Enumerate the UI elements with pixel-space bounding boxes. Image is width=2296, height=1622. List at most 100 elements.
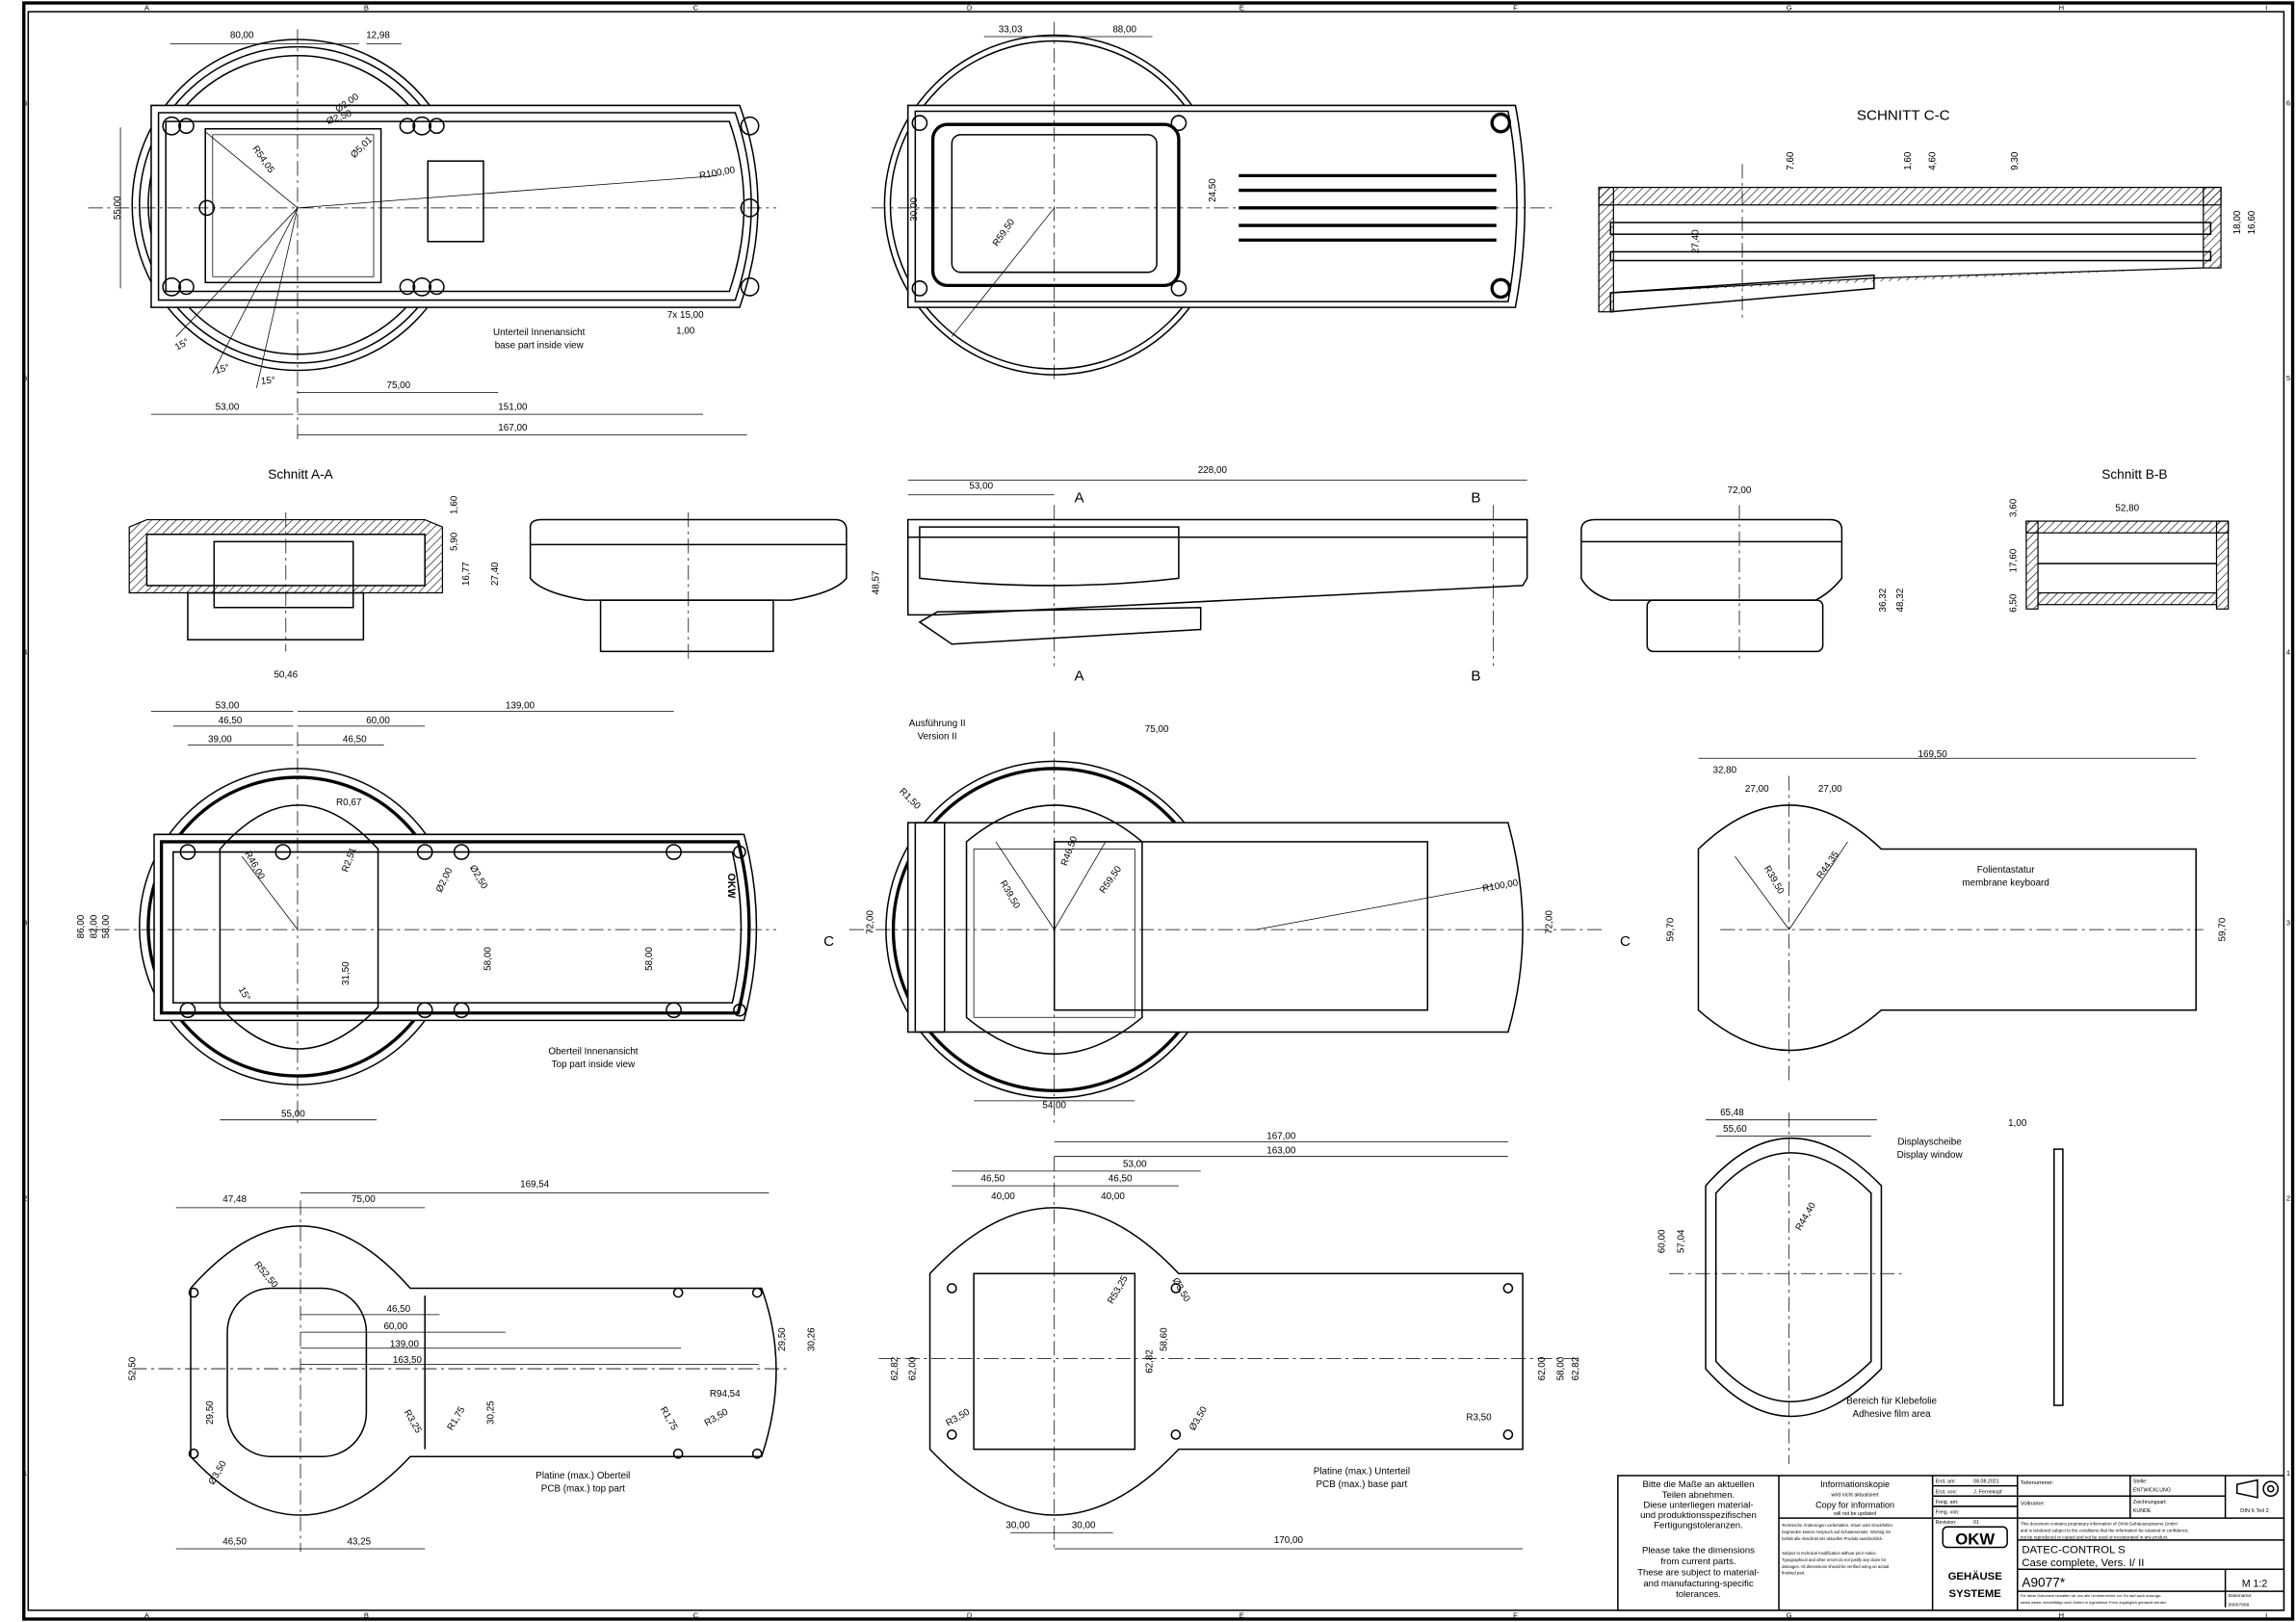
column-marker: D: [967, 1610, 973, 1619]
column-marker: H: [2059, 4, 2064, 13]
dimension-label: 30,00: [1072, 1521, 1096, 1531]
row-marker: 5: [2286, 374, 2290, 382]
view-top-outer: [871, 21, 1552, 381]
view-front: [1580, 505, 1843, 659]
dimension-label: 65,48: [1720, 1108, 1744, 1118]
dimension-label: A: [1074, 668, 1084, 685]
column-marker: D: [967, 4, 973, 13]
dimension-label: Adhesive film area: [1853, 1409, 1932, 1420]
dimension-label: 60,00: [1657, 1229, 1668, 1253]
dimension-label: 59,70: [2218, 917, 2229, 941]
dimension-label: 72,00: [865, 910, 875, 934]
row-marker: 6: [2286, 98, 2290, 107]
column-marker: G: [1787, 1610, 1792, 1619]
column-marker: I: [2265, 4, 2267, 13]
view-display-window: [1669, 1112, 2064, 1464]
dimension-label: 60,00: [366, 716, 390, 726]
technical-note-english: Typographical and other errors do not ju…: [1782, 1557, 1887, 1562]
dimension-label: 46,50: [222, 1536, 247, 1547]
dimension-label: 1,00: [2008, 1118, 2027, 1129]
dimension-label: 15°: [260, 376, 275, 387]
dimension-label: 1,60: [1903, 151, 1914, 170]
dimension-label: Displayscheibe: [1897, 1138, 1962, 1148]
dimension-label: 167,00: [498, 423, 528, 433]
dimension-label: 27,00: [1818, 784, 1842, 795]
dimension-label: 53,00: [1123, 1159, 1147, 1169]
dimension-label: PCB (max.) base part: [1317, 1479, 1408, 1490]
dimension-label: 60,00: [383, 1321, 407, 1332]
dimension-label: 7x 15,00: [667, 310, 704, 321]
projection-symbol-icon: [2236, 1478, 2280, 1499]
dimension-label: Schnitt A-A: [268, 467, 333, 482]
dimension-label: 151,00: [498, 403, 528, 413]
dimension-label: Schnitt B-B: [2101, 467, 2167, 482]
field-label: Zeichnungsart:: [2133, 1500, 2167, 1505]
view-top-outer-version-2: [848, 731, 1604, 1128]
field-label: Freig. am:: [1936, 1500, 1959, 1505]
dimension-label: 33,03: [999, 24, 1023, 35]
dimension-label: 30,26: [806, 1327, 817, 1351]
row-marker: 4: [2286, 647, 2290, 656]
note-german: und produktionsspezifischen: [1640, 1510, 1757, 1521]
proprietary-notice: This document contains proprietary infor…: [2021, 1522, 2178, 1527]
column-marker: F: [1513, 1610, 1518, 1619]
dimension-label: 57,04: [1676, 1229, 1686, 1253]
dimension-label: 54,00: [1042, 1101, 1066, 1112]
dimension-label: 59,70: [1666, 917, 1677, 941]
section-a-a: [128, 511, 444, 652]
column-marker: I: [2265, 1610, 2267, 1619]
proprietary-notice: and is tendered subject to the condition…: [2021, 1529, 2189, 1533]
screw-bosses: [162, 116, 760, 297]
logo-systeme: SYSTEME: [1949, 1588, 2002, 1600]
dimension-label: 7,60: [1786, 151, 1796, 170]
dimension-label: Platine (max.) Unterteil: [1314, 1466, 1410, 1477]
dimension-label: 27,00: [1745, 784, 1769, 795]
dimension-label: 75,00: [386, 380, 410, 391]
dimension-label: R0,67: [336, 798, 361, 808]
dimension-label: Ausführung II: [909, 719, 966, 729]
dimension-label: Version II: [918, 732, 957, 743]
dimension-label: 30,25: [486, 1400, 497, 1425]
dimension-label: 58,00: [483, 947, 494, 971]
dimension-label: 163,50: [393, 1355, 423, 1366]
dimension-label: R94,54: [710, 1389, 741, 1400]
dimension-label: 55,00: [113, 196, 123, 220]
okw-mark: OKW: [725, 874, 737, 900]
dimension-label: 72,00: [1544, 910, 1554, 934]
dimension-label: 29,50: [205, 1400, 216, 1425]
section-c-c: [1598, 164, 2222, 323]
dimension-label: 15°: [236, 985, 252, 1003]
drawing-subtitle: Case complete, Vers. I/ II: [2022, 1557, 2144, 1569]
technical-note-english: damages. All dimensions should be verifi…: [1782, 1564, 1889, 1569]
dimension-label: 46,50: [343, 735, 367, 746]
dimension-label: 30,00: [909, 196, 920, 221]
technical-note-english: finished part.: [1782, 1571, 1805, 1576]
dimension-label: 88,00: [1112, 24, 1136, 35]
dimension-label: 55,60: [1723, 1124, 1747, 1135]
dimension-label: 58,60: [1160, 1327, 1170, 1351]
view-pcb-top-part: [132, 1192, 792, 1553]
file-number: 00007999: [2229, 1602, 2250, 1608]
dimension-label: 15°: [173, 337, 191, 353]
row-marker: 1: [23, 1469, 27, 1478]
dimension-label: 167,00: [1266, 1131, 1296, 1141]
column-marker: C: [693, 1610, 699, 1619]
dimension-label: 43,25: [347, 1536, 371, 1547]
okw-logo: [1942, 1526, 2008, 1549]
note-german: Bitte die Maße an aktuellen: [1643, 1479, 1755, 1490]
column-marker: H: [2059, 1610, 2064, 1619]
copyright-notice: Für diese Dokument behalten wir uns alle…: [2021, 1593, 2162, 1598]
dimension-label: 58,00: [101, 914, 112, 938]
dimension-label: Oberteil Innenansicht: [548, 1046, 638, 1057]
dimension-label: 82,00: [90, 914, 100, 938]
column-marker: A: [144, 1610, 150, 1619]
dimension-label: 139,00: [390, 1339, 420, 1349]
dimension-label: 3,60: [2008, 498, 2019, 517]
dimension-label: SCHNITT C-C: [1857, 108, 1950, 124]
info-copy: Informationskopie: [1820, 1479, 1890, 1489]
dimension-label: 18,00: [2232, 210, 2243, 234]
dimension-lines: [119, 43, 747, 435]
note-english: from current parts.: [1660, 1557, 1735, 1567]
